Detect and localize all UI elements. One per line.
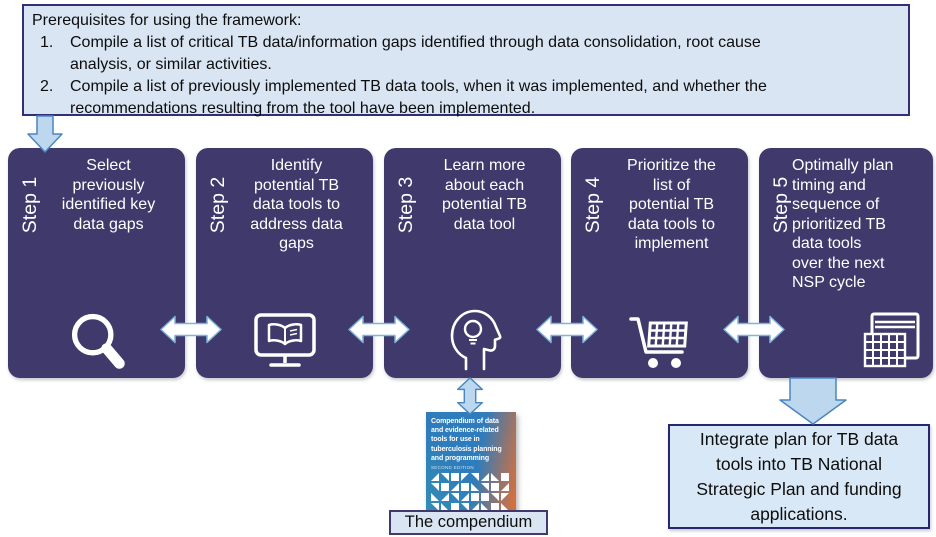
step-5-text: Optimally plan timing and sequence of pr… [792, 157, 894, 292]
integrate-plan-box: Integrate plan for TB data tools into TB… [668, 424, 930, 529]
prerequisite-item: 2. Compile a list of previously implemen… [32, 76, 898, 120]
step-5-box: Step 5 Optimally plan timing and sequenc… [759, 148, 933, 378]
double-arrow-icon [723, 315, 785, 344]
step-4-text: Prioritize the list of potential TB data… [627, 157, 716, 253]
step-2-text: Identify potential TB data tools to addr… [250, 157, 343, 253]
step-5-label: Step 5 [770, 176, 792, 234]
prerequisite-number: 2. [40, 78, 54, 95]
step-1-text: Select previously identified key data ga… [61, 157, 156, 233]
double-arrow-icon [536, 315, 598, 344]
monitor-book-icon [254, 313, 316, 367]
down-arrow-icon [779, 377, 847, 425]
step-3-text: Learn more about each potential TB data … [441, 157, 528, 233]
double-arrow-icon [160, 315, 222, 344]
vertical-double-arrow-icon [456, 377, 484, 415]
step-4-box: Step 4 Prioritize the list of potential … [571, 148, 748, 378]
compendium-cover-edition: SECOND EDITION [431, 465, 474, 471]
compendium-cover-title: Compendium of data and evidence-related … [431, 418, 502, 462]
integrate-plan-text: Integrate plan for TB data tools into TB… [696, 428, 902, 524]
shopping-cart-icon [629, 317, 688, 368]
step-1-box: Step 1 Select previously identified key … [8, 148, 185, 378]
step-3-box: Step 3 Learn more about each potential T… [384, 148, 561, 378]
prerequisite-number: 1. [40, 34, 54, 51]
step-2-box: Step 2 Identify potential TB data tools … [196, 148, 373, 378]
prerequisites-box: Prerequisites for using the framework: 1… [22, 4, 910, 117]
head-lightbulb-icon [450, 309, 502, 371]
magnifier-icon [71, 313, 125, 369]
prerequisite-text: Compile a list of previously implemented… [70, 78, 767, 117]
prerequisites-title: Prerequisites for using the framework: [32, 12, 302, 29]
prerequisite-text: Compile a list of critical TB data/infor… [70, 34, 761, 73]
down-arrow-icon [27, 115, 63, 153]
compendium-caption-text: The compendium [404, 513, 533, 531]
calendar-icon [863, 312, 920, 368]
prerequisite-item: 1. Compile a list of critical TB data/in… [32, 32, 898, 76]
compendium-caption: The compendium [389, 510, 548, 535]
compendium-cover: Compendium of data and evidence-related … [426, 412, 516, 532]
double-arrow-icon [348, 315, 410, 344]
